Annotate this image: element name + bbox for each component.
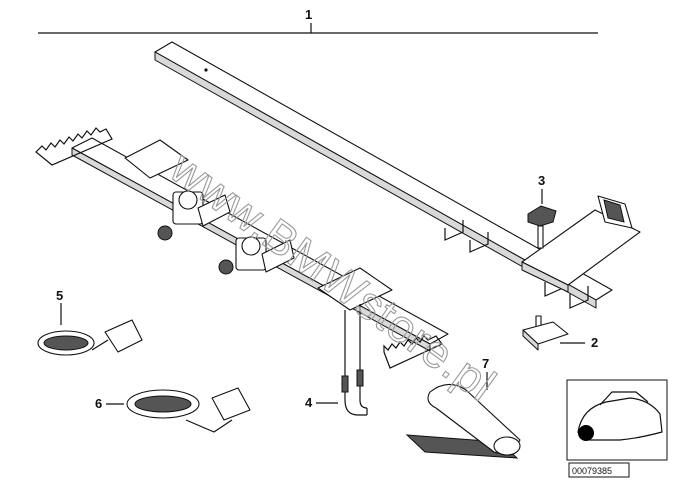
wheel-holder: [521, 195, 641, 293]
callout-1-group: 1: [38, 7, 598, 34]
bar-side-face: [154, 51, 597, 309]
knob-threaded-stem: [537, 225, 544, 249]
callout-2-label: 2: [591, 335, 598, 350]
bracket-plate-2: [317, 267, 393, 311]
mat-sheet: [405, 434, 519, 459]
reference-number: 00079385: [572, 466, 612, 476]
car-highlight-spot: [578, 425, 594, 441]
clamp-arm-2: [261, 239, 295, 273]
callout-4-label: 4: [305, 395, 313, 410]
car-roof: [599, 391, 649, 406]
bar-hook-1: [444, 220, 464, 241]
u-bolt-left: [344, 310, 367, 416]
right-toothed-bracket: [383, 335, 443, 369]
part-2-base-screw: 2: [522, 315, 598, 351]
bar-hook-2: [469, 232, 489, 253]
part-7-mat-roll: 7: [405, 356, 521, 459]
wheel-holder-clamp-inner: [603, 199, 625, 223]
reference-box: [568, 462, 630, 478]
car-thumbnail: 00079385: [566, 379, 668, 478]
callout-6-label: 6: [95, 396, 102, 411]
clamp-ring-1: [178, 190, 198, 210]
strap-6-inner: [134, 395, 192, 413]
callout-1-label: 1: [305, 7, 312, 22]
u-bolt-thread-left: [341, 375, 349, 393]
strap-5-inner: [43, 335, 89, 351]
lower-carrier-bar: [35, 127, 449, 369]
clamp-arm-1: [197, 194, 231, 227]
wheel-holder-tray-side: [521, 261, 569, 293]
base-screw-plate-side: [522, 329, 539, 351]
mat-roll-end: [493, 436, 521, 456]
clamp-ring-2: [241, 236, 261, 256]
u-bolt-right: [359, 304, 368, 409]
main-carrier-bar: [154, 41, 613, 309]
part-4-u-bolt: 4: [305, 304, 368, 416]
clamp-knob-1: [157, 225, 173, 241]
part-5-strap: 5: [37, 288, 143, 356]
ratchet-6: [211, 387, 251, 421]
bracket-plate-1: [124, 139, 189, 179]
knob-head: [527, 205, 557, 227]
watermark-text: www.BMWstore.pl: [160, 140, 505, 411]
strap-5-tail: [91, 339, 109, 351]
left-toothed-bracket: [35, 127, 113, 166]
part-6-strap: 6: [95, 387, 251, 433]
clamp-knob-2: [218, 259, 234, 275]
callout-3-label: 3: [538, 173, 545, 188]
car-thumbnail-frame: [566, 379, 668, 461]
callout-7-label: 7: [482, 356, 489, 371]
bar-hole: [204, 68, 208, 72]
strap-6-tail: [185, 419, 233, 433]
bar-hook-4: [569, 286, 589, 309]
part-3-knob-screw: 3: [527, 173, 557, 249]
callout-5-label: 5: [56, 288, 63, 303]
u-bolt-thread-right: [356, 369, 364, 387]
ratchet-5: [104, 319, 143, 353]
